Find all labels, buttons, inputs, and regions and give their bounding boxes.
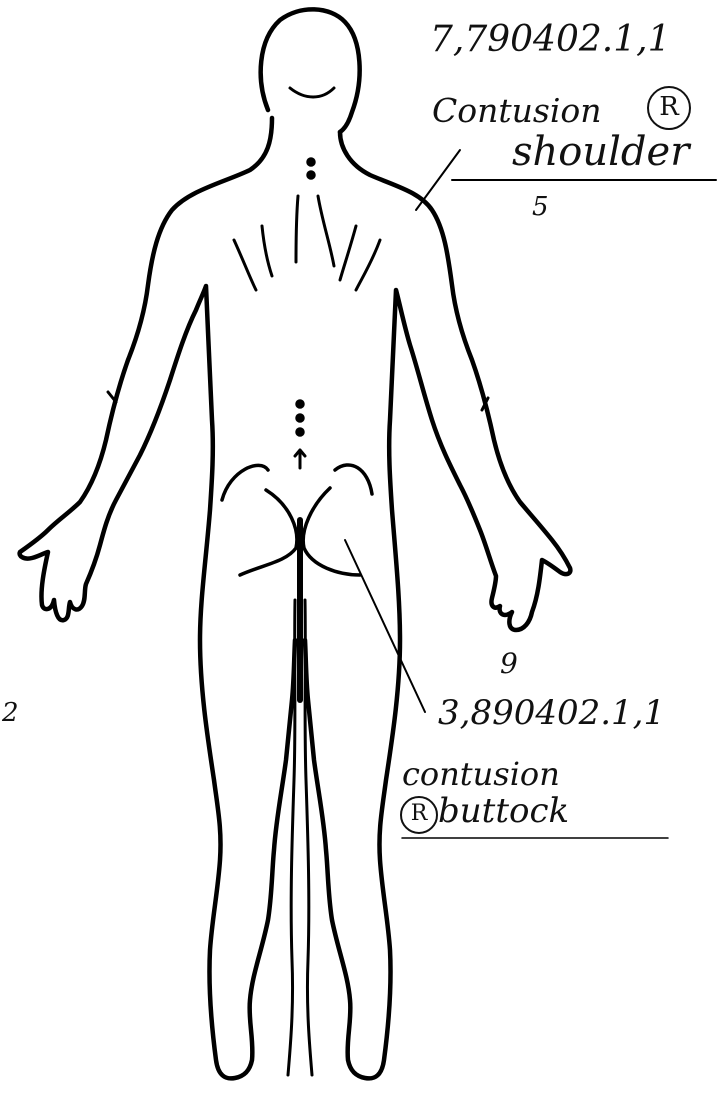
lumbar-dot [298, 402, 303, 407]
head-outline [261, 9, 360, 132]
buttock-right-curve [335, 465, 372, 494]
hairline-stroke [290, 88, 334, 97]
lumbar-dot [298, 430, 303, 435]
buttock-location: buttock [438, 794, 569, 828]
left-body-outline [20, 118, 295, 1078]
shoulder-blade-stroke [340, 226, 356, 280]
buttock-right-lower [303, 488, 360, 575]
right-body-outline [305, 132, 570, 1078]
shoulder-blade-stroke [234, 240, 256, 290]
spine-dot [309, 173, 314, 178]
shoulder-mark: 5 [532, 194, 549, 220]
buttock-left-curve [222, 465, 268, 500]
shoulder-blade-stroke [262, 226, 272, 276]
buttock-mark: 9 [500, 650, 518, 678]
spine-dot [309, 160, 314, 165]
shoulder-blade-stroke [296, 196, 298, 262]
leg-inner-line-right [305, 600, 312, 1075]
buttock-side-mark: R [400, 796, 438, 834]
buttock-left-lower [240, 490, 297, 575]
leg-inner-line [288, 600, 295, 1075]
shoulder-side-mark: R [647, 86, 691, 130]
buttock-code: 3,890402.1,1 [438, 696, 665, 730]
shoulder-blade-stroke [356, 240, 380, 290]
shoulder-code: 7,790402.1,1 [430, 22, 670, 58]
shoulder-location: shoulder [512, 132, 689, 172]
sacrum-mark [295, 450, 305, 468]
margin-mark: 2 [2, 700, 19, 726]
buttock-pointer-line [345, 540, 425, 712]
shoulder-blade-stroke [318, 196, 334, 266]
buttock-diagnosis: contusion [402, 758, 560, 790]
shoulder-diagnosis: Contusion [432, 94, 602, 127]
lumbar-dot [298, 416, 303, 421]
